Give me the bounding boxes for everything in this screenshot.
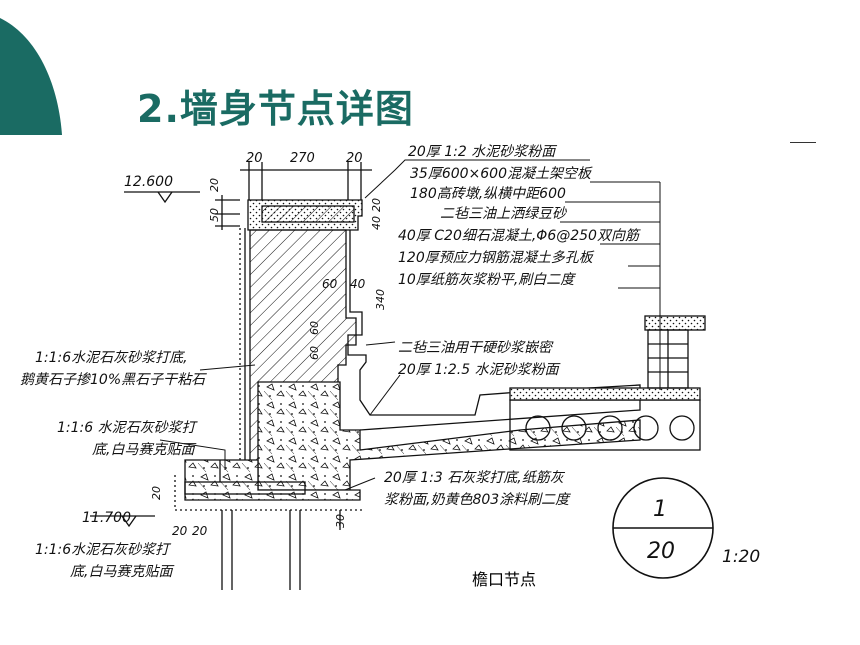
slide-title: 2.墙身节点详图: [137, 87, 414, 131]
brick-pier: [644, 315, 706, 389]
elevation-top: 12.600: [124, 174, 173, 190]
corner-decoration: [0, 18, 62, 135]
note-ceiling-2: 浆粉面,奶黄色803涂料刷二度: [384, 492, 571, 508]
note-joint: 二毡三油用干硬砂浆嵌密: [398, 340, 554, 356]
note-lower-1: 1:1:6水泥石灰砂浆打: [35, 542, 172, 558]
dim-right-b: 40: [370, 216, 383, 230]
note-parapet-1: 1:1:6水泥石灰砂浆打底,: [35, 350, 188, 366]
elevation-bottom: 11.700: [82, 510, 131, 526]
dim-top-mid: 270: [290, 151, 315, 166]
dim-notch-h3: 60: [308, 346, 321, 360]
dim-top-left: 20: [246, 151, 263, 166]
roof-layer-3: 180高砖墩,纵横中距600: [410, 186, 566, 202]
note-ceiling-1: 20厚 1:3 石灰浆打底,纸筋灰: [384, 470, 566, 486]
note-mosaic-2: 底,白马赛克贴面: [92, 442, 196, 458]
dim-lower-c: 30: [334, 514, 347, 528]
dim-bottom-left: 20: [192, 524, 208, 538]
roof-layer-7: 10厚纸筋灰浆粉平,刷白二度: [398, 272, 576, 288]
dim-left-b: 20: [208, 178, 221, 192]
detail-symbol: [612, 477, 714, 579]
dim-notch-h2: 60: [308, 321, 321, 335]
title-rule: [790, 142, 816, 143]
dim-notch-w2: 40: [350, 277, 366, 291]
dim-lower-b: 20: [172, 524, 188, 538]
roof-layer-5: 40厚 C20细石混凝土,Φ6@250双向筋: [398, 228, 641, 244]
roof-layer-2: 35厚600×600混凝土架空板: [410, 166, 593, 182]
dim-lower-a: 20: [150, 486, 163, 500]
detail-scale: 1:20: [722, 547, 760, 567]
roof-layer-6: 120厚预应力钢筋混凝土多孔板: [398, 250, 595, 266]
dim-notch-w1: 60: [322, 277, 338, 291]
dim-notch-h1: 340: [374, 289, 387, 310]
dim-left-a: 50: [208, 208, 221, 222]
roof-layer-1: 20厚 1:2 水泥砂浆粉面: [408, 144, 557, 160]
dim-top-right: 20: [346, 151, 363, 166]
note-parapet-2: 鹅黄石子掺10%黑石子干粘石: [20, 372, 207, 388]
detail-sheet: 20: [647, 539, 675, 564]
detail-number: 1: [653, 497, 667, 522]
note-mosaic-1: 1:1:6 水泥石灰砂浆打: [57, 420, 199, 436]
eave-detail-drawing: 20 270 20 50 20 20 40 60 40 340 60 60 20…: [20, 144, 760, 590]
note-lower-2: 底,白马赛克贴面: [70, 564, 174, 580]
gutter-slab: [184, 459, 361, 501]
dim-right-a: 20: [370, 198, 383, 212]
figure-caption: 檐口节点: [472, 570, 537, 589]
note-gutter-plaster: 20厚 1:2.5 水泥砂浆粉面: [398, 362, 561, 378]
hollow-core-slab: [509, 387, 701, 451]
roof-layer-4: 二毡三油上洒绿豆砂: [440, 206, 567, 222]
